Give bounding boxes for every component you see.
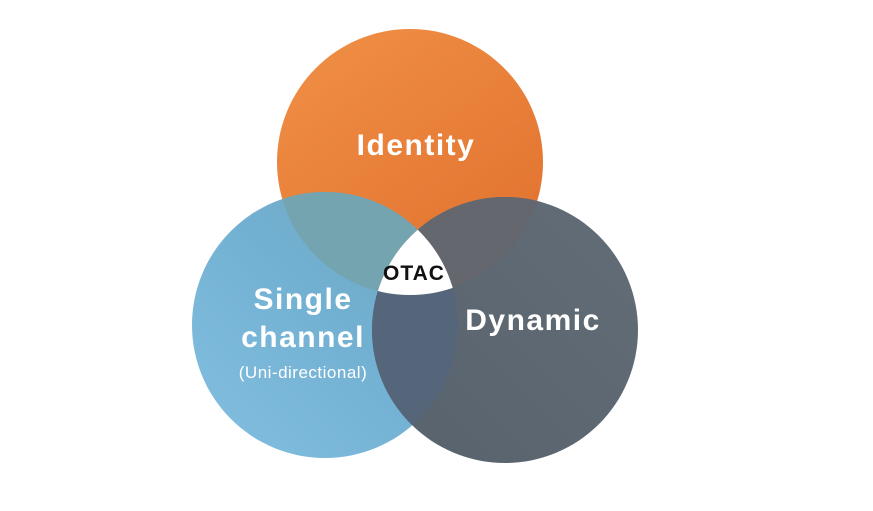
single-channel-sublabel: (Uni-directional)	[239, 363, 367, 382]
single-channel-label-line2: channel	[241, 321, 365, 354]
overlap-identity-single	[277, 192, 458, 295]
center-label: OTAC	[383, 262, 445, 285]
dynamic-label: Dynamic	[465, 304, 601, 337]
single-channel-label-line1: Single	[253, 283, 352, 316]
identity-label: Identity	[357, 129, 476, 162]
center-intersection	[372, 197, 458, 295]
